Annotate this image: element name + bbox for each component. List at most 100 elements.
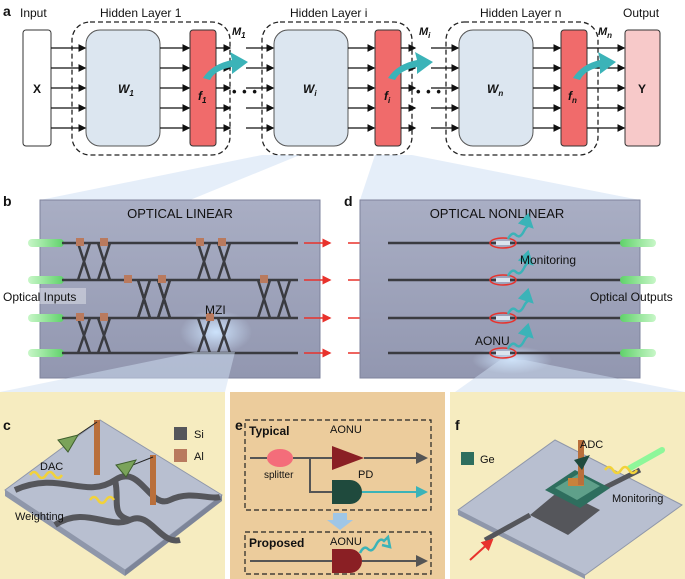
optical-output-port bbox=[620, 276, 656, 284]
activation-box-i bbox=[374, 29, 402, 147]
typical-aonu-label: AONU bbox=[330, 424, 362, 436]
phase-shifter bbox=[124, 275, 132, 283]
directional-coupler bbox=[96, 242, 112, 281]
adc-label: ADC bbox=[580, 439, 603, 451]
panel-f-monitor-signal bbox=[603, 465, 639, 475]
aonu-unit bbox=[489, 312, 517, 324]
monitor-arrow bbox=[506, 249, 534, 277]
monitor-label-1: M1 bbox=[232, 26, 246, 40]
monitoring-label: Monitoring bbox=[520, 253, 576, 267]
optical-outputs-label: Optical Outputs bbox=[590, 290, 673, 304]
aonu-core bbox=[496, 241, 510, 245]
panel-a-letter: a bbox=[3, 3, 11, 19]
directional-coupler bbox=[256, 279, 272, 319]
legend-si-swatch bbox=[174, 427, 187, 440]
activation-label-i: fi bbox=[384, 89, 391, 105]
activation-box-1 bbox=[189, 29, 217, 147]
legend-al-swatch bbox=[174, 449, 187, 462]
nonlinear-chip-title: OPTICAL NONLINEAR bbox=[430, 206, 565, 221]
ge-label: Ge bbox=[480, 454, 495, 466]
typical-label: Typical bbox=[249, 424, 289, 438]
weight-label-n: Wn bbox=[487, 82, 503, 98]
monitor-arrow-n bbox=[573, 52, 616, 80]
input-label: Input bbox=[20, 6, 47, 20]
directional-coupler bbox=[216, 242, 232, 281]
optical-input-port bbox=[28, 239, 64, 247]
phase-shifter bbox=[218, 238, 226, 246]
panel-c-substrate-edge bbox=[5, 490, 125, 576]
optical-input-port bbox=[28, 349, 64, 357]
pd-label: PD bbox=[358, 469, 373, 481]
monitor-arrow bbox=[506, 287, 534, 315]
input-x-label: X bbox=[33, 82, 41, 96]
panel-f-input-arrow bbox=[469, 538, 494, 561]
phase-shifter bbox=[76, 238, 84, 246]
legend-al-label: Al bbox=[194, 451, 204, 463]
directional-coupler bbox=[216, 317, 232, 354]
panel-c-letter: c bbox=[3, 417, 11, 433]
directional-coupler bbox=[76, 242, 92, 281]
aonu-array bbox=[388, 212, 656, 359]
phase-shifter bbox=[76, 313, 84, 321]
activation-label-1: f1 bbox=[198, 89, 207, 105]
zoom-cone-c bbox=[0, 352, 235, 392]
zoom-cone-nonlinear bbox=[360, 155, 640, 200]
optical-inputs-label-bg bbox=[0, 288, 86, 304]
phase-shifter bbox=[206, 313, 214, 321]
phase-shifter bbox=[158, 275, 166, 283]
monitor-arrow bbox=[506, 212, 534, 240]
weight-label-1: W1 bbox=[118, 82, 134, 98]
directional-coupler bbox=[196, 317, 212, 354]
output-label: Output bbox=[623, 6, 660, 20]
monitor-label-n: Mn bbox=[598, 26, 612, 40]
panel-c-electrode-1 bbox=[94, 420, 100, 475]
hidden-layer-1: Hidden Layer 1 W1 f1 M1 bbox=[71, 6, 246, 156]
ellipsis-2: • • • bbox=[416, 84, 442, 99]
hidden-layer-n: Hidden Layer n Wn fn Mn bbox=[445, 6, 612, 156]
panel-c-substrate-side bbox=[125, 495, 222, 576]
splitter-label: splitter bbox=[264, 470, 294, 481]
panel-c-waveguide-top bbox=[13, 473, 221, 505]
dac-triangle-1 bbox=[57, 434, 80, 453]
aonu-core bbox=[496, 316, 510, 320]
directional-coupler bbox=[156, 279, 172, 319]
optical-output-port bbox=[620, 314, 656, 322]
splitter-branch-line bbox=[309, 458, 332, 493]
dac-triangle-2 bbox=[115, 459, 138, 478]
panel-c-waveguide-cross bbox=[112, 479, 132, 523]
activation-box-n bbox=[560, 29, 588, 147]
typical-to-proposed-arrow bbox=[327, 513, 353, 530]
typical-aonu-shape bbox=[332, 446, 364, 470]
optical-inputs-label: Optical Inputs bbox=[3, 290, 76, 304]
hidden-layer-1-title: Hidden Layer 1 bbox=[100, 6, 182, 20]
adc-triangle bbox=[574, 455, 590, 470]
panel-f-monitoring-label: Monitoring bbox=[612, 493, 663, 505]
mzi-label: MZI bbox=[205, 303, 226, 317]
aonu-unit bbox=[489, 347, 517, 359]
panel-b-letter: b bbox=[3, 193, 12, 209]
aonu-unit bbox=[489, 274, 517, 286]
panel-d-letter: d bbox=[344, 193, 353, 209]
monitor-arrow-i bbox=[388, 52, 433, 80]
weighting-label: Weighting bbox=[15, 511, 64, 523]
weighting-signal-1 bbox=[28, 470, 64, 480]
optical-output-port bbox=[620, 239, 656, 247]
typical-frame bbox=[244, 419, 432, 511]
optical-input-port bbox=[28, 314, 64, 322]
panel-f-contact bbox=[568, 478, 584, 486]
proposed-frame bbox=[244, 531, 432, 575]
panel-f-output-light bbox=[627, 447, 665, 471]
phase-shifter bbox=[100, 313, 108, 321]
directional-coupler bbox=[196, 242, 212, 281]
aonu-label: AONU bbox=[475, 334, 510, 348]
phase-shifter bbox=[260, 275, 268, 283]
proposed-label: Proposed bbox=[249, 536, 304, 550]
hidden-layer-i: Hidden Layer i Wi fi Mi bbox=[261, 6, 431, 156]
proposed-aonu-label: AONU bbox=[330, 536, 362, 548]
monitor-label-i: Mi bbox=[419, 26, 431, 40]
aonu-unit bbox=[489, 237, 517, 249]
linear-chip-title: OPTICAL LINEAR bbox=[127, 206, 233, 221]
aonu-core bbox=[496, 278, 510, 282]
